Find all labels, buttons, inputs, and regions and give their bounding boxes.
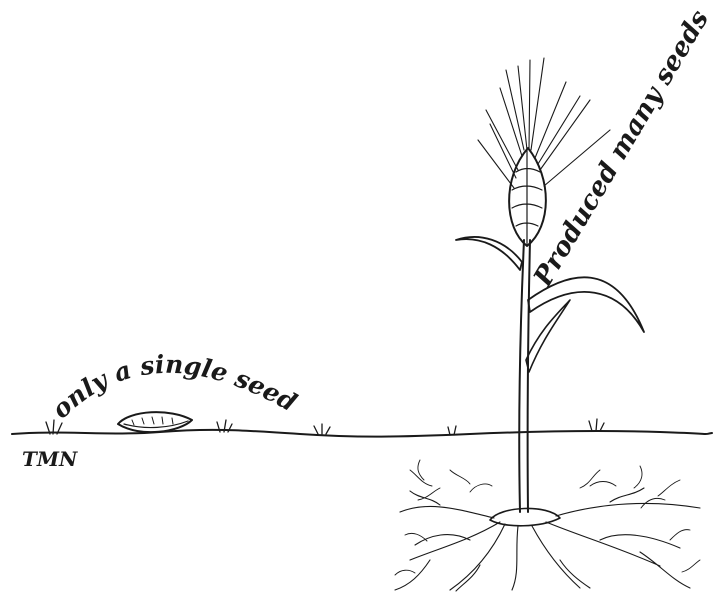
- single-seed-icon: [118, 412, 192, 432]
- wheat-plant-icon: [395, 58, 700, 591]
- ground-line: [12, 430, 712, 437]
- artist-signature: TMN: [22, 447, 78, 471]
